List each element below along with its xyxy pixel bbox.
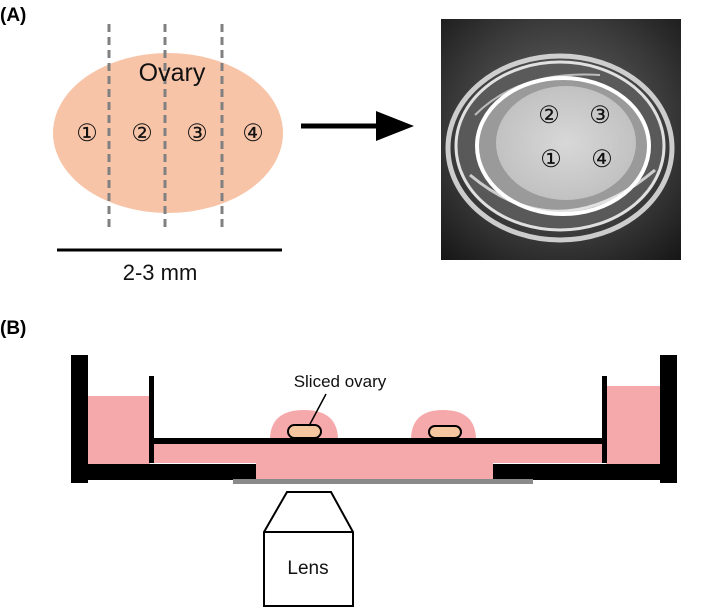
- slice-number-3: ③: [186, 120, 208, 147]
- objective-lens-icon: [263, 491, 354, 607]
- glass-coverslip: [233, 479, 533, 484]
- outer-medium-right: [606, 386, 661, 464]
- dish-wall-right: [660, 355, 677, 483]
- inner-medium: [154, 443, 603, 463]
- ovary-slice-left: [287, 424, 322, 439]
- culture-membrane: [154, 438, 603, 444]
- panel-a-label: (A): [0, 5, 26, 26]
- right-arrow-icon: [301, 111, 414, 141]
- insert-wall-right: [602, 376, 607, 463]
- slice-number-4: ④: [242, 120, 264, 147]
- slice-number-2: ②: [131, 120, 153, 147]
- slice-number-1: ①: [76, 120, 98, 147]
- dish-number-3: ③: [589, 102, 611, 129]
- dish-number-2: ②: [538, 102, 560, 129]
- scale-label: 2-3 mm: [123, 260, 198, 285]
- dish-bottom-right: [493, 464, 660, 480]
- slice-cut-lines: [107, 24, 224, 232]
- panel-b-label: (B): [0, 318, 26, 339]
- dish-wall-left: [71, 355, 88, 483]
- ovary-label: Ovary: [139, 59, 206, 87]
- dish-number-4: ④: [591, 146, 613, 173]
- dish-bottom-left: [88, 464, 256, 480]
- medium-above-coverslip: [256, 459, 493, 479]
- dish-number-1: ①: [540, 146, 562, 173]
- insert-wall-left: [149, 376, 154, 463]
- lens-label: Lens: [287, 558, 328, 579]
- outer-medium-left: [87, 396, 150, 464]
- sliced-ovary-pointer: [308, 393, 327, 427]
- culture-dish-photo: [441, 19, 681, 260]
- sliced-ovary-label: Sliced ovary: [294, 372, 387, 391]
- ovary-slice-right: [428, 425, 462, 439]
